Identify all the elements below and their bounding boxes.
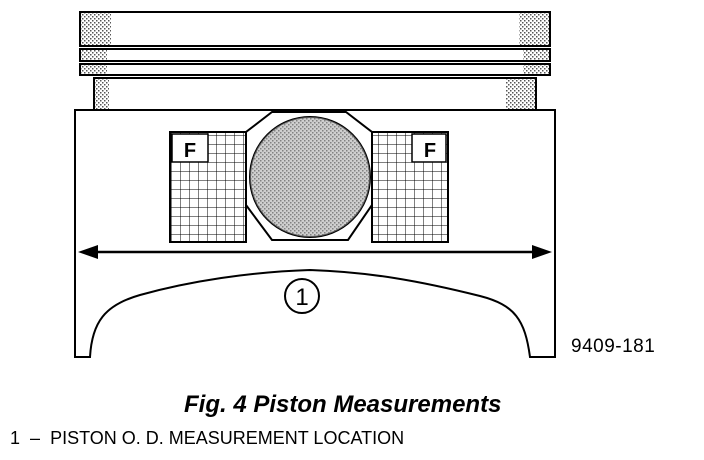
ring-grooves bbox=[79, 48, 551, 111]
callout-number: 1 bbox=[295, 284, 308, 311]
figure-id: 9409-181 bbox=[571, 336, 656, 357]
part-letter-left: F bbox=[184, 140, 196, 162]
legend-text: PISTON O. D. MEASUREMENT LOCATION bbox=[50, 428, 405, 448]
pin-boss-panel-left: F bbox=[169, 131, 247, 243]
top-land bbox=[79, 11, 551, 47]
legend-number: 1 bbox=[10, 428, 21, 448]
legend-separator: – bbox=[30, 428, 41, 448]
figure-caption: Fig. 4 Piston Measurements bbox=[184, 391, 502, 418]
legend-item: 1 – PISTON O. D. MEASUREMENT LOCATION bbox=[10, 428, 404, 449]
pin-boss-panel-right: F bbox=[371, 131, 449, 243]
part-letter-right: F bbox=[424, 140, 436, 162]
od-measurement-arrow bbox=[78, 245, 552, 259]
callout-1: 1 bbox=[284, 278, 320, 314]
piston-pin-inner bbox=[250, 117, 370, 237]
piston-diagram: F F 1 bbox=[74, 11, 556, 358]
